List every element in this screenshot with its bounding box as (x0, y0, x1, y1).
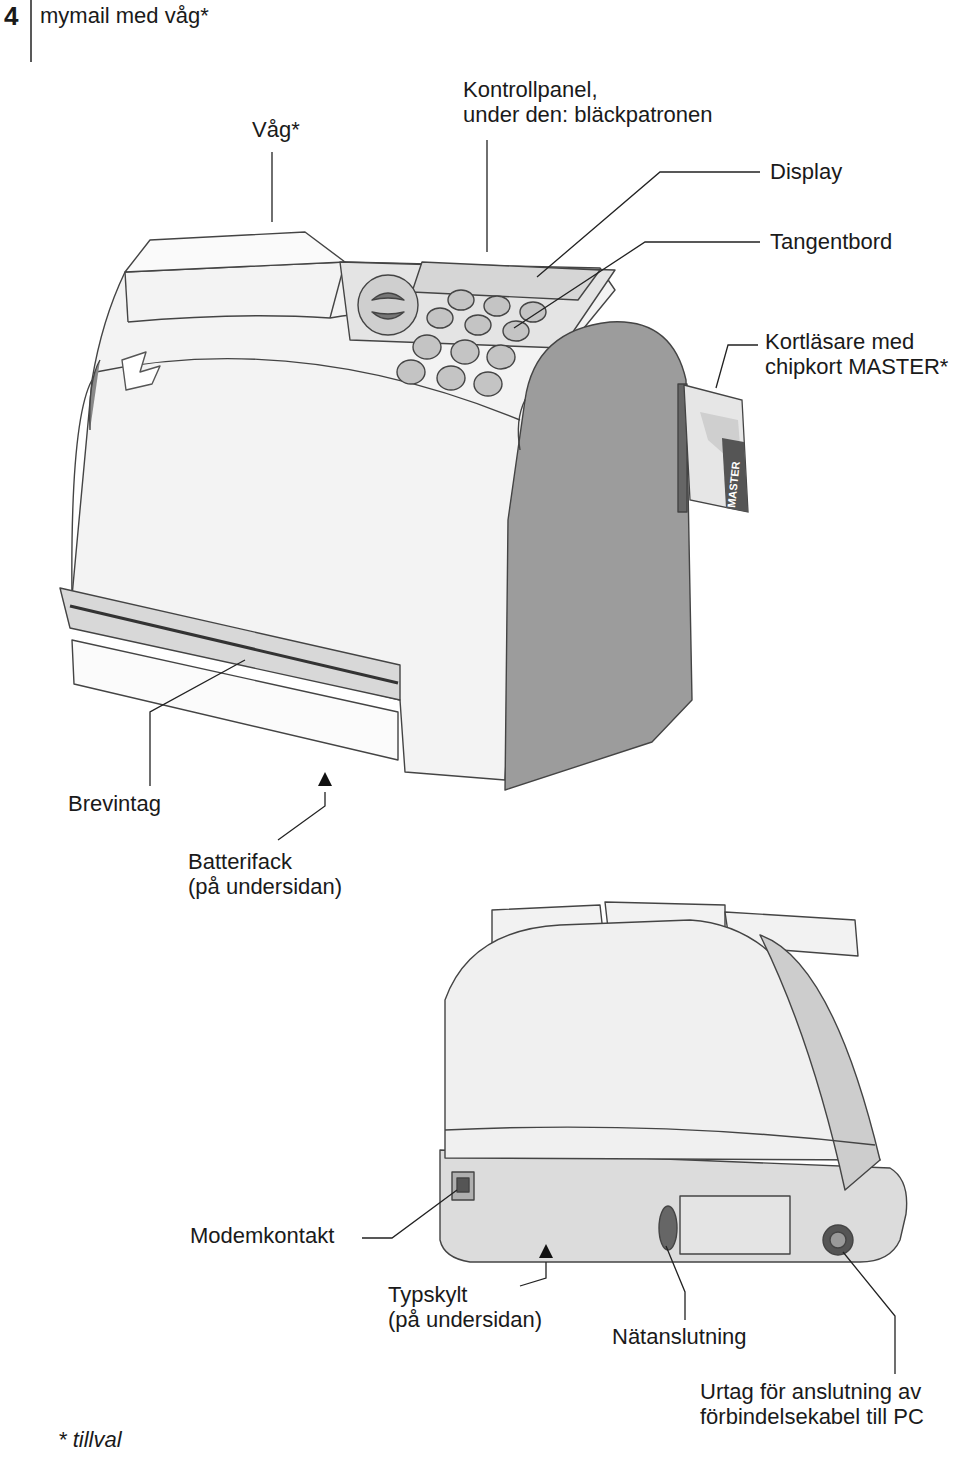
callout-label: Kontrollpanel, under den: bläckpatronen (463, 78, 713, 127)
page-number: 4 (4, 2, 18, 31)
callout-label: Urtag för anslutning av förbindelsekabel… (700, 1380, 924, 1429)
card-print: MASTER (725, 461, 742, 508)
header-rule (30, 0, 32, 62)
callout-label: Nätanslutning (612, 1325, 747, 1350)
callout-label: Batterifack (på undersidan) (188, 850, 342, 899)
callout-label: Brevintag (68, 792, 161, 817)
footnote: * tillval (58, 1428, 122, 1453)
callout-label: Display (770, 160, 842, 185)
callout-label: Kortläsare med chipkort MASTER* (765, 330, 948, 379)
callout-label: Våg* (252, 118, 300, 143)
page-header: mymail med våg* (40, 4, 209, 29)
machine-front-view (60, 232, 692, 790)
callout-label: Tangentbord (770, 230, 892, 255)
machine-rear-view (440, 902, 907, 1262)
chip-card (684, 385, 748, 512)
leader-lines (150, 140, 895, 1374)
callout-label: Typskylt (på undersidan) (388, 1283, 542, 1332)
callout-label: Modemkontakt (190, 1224, 334, 1249)
underside-arrows (318, 772, 553, 1258)
